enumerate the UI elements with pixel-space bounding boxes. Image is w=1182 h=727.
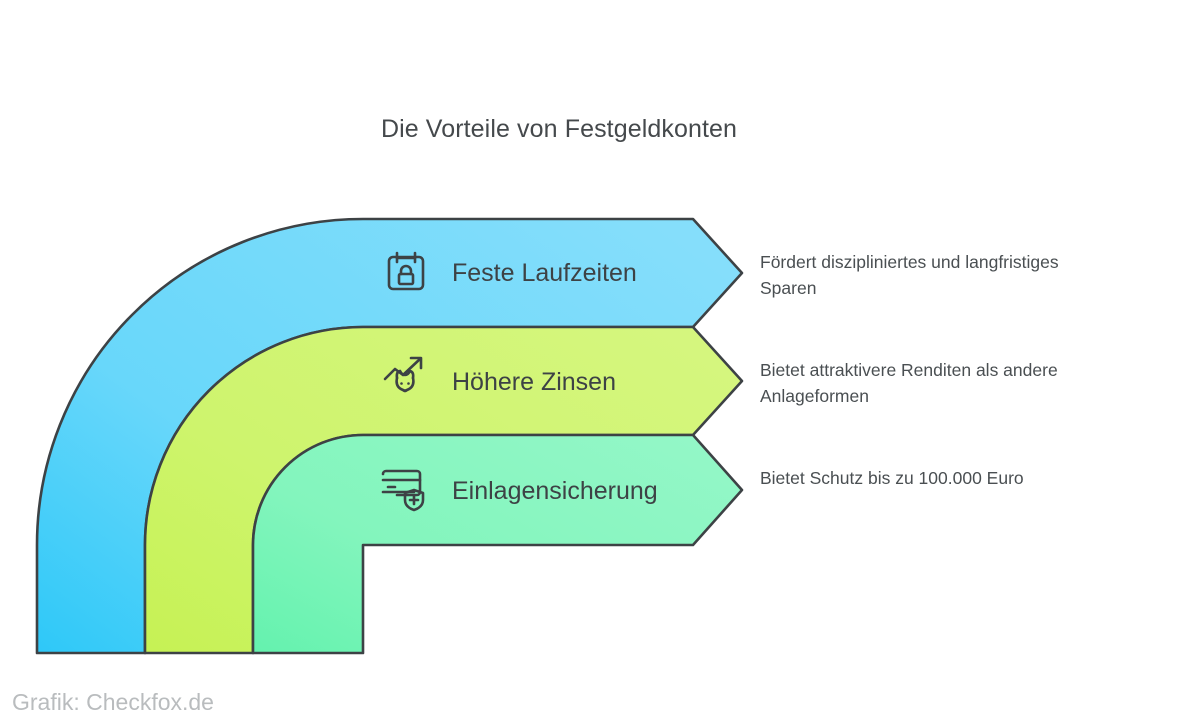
- band-description-feste-laufzeiten: Fördert diszipliniertes und langfristige…: [760, 252, 1059, 298]
- band-description-einlagensicherung: Bietet Schutz bis zu 100.000 Euro: [760, 468, 1024, 488]
- page-title: Die Vorteile von Festgeldkonten: [380, 115, 738, 143]
- band-label-feste-laufzeiten: Feste Laufzeiten: [452, 259, 637, 287]
- card-shield-plus-icon: [378, 462, 430, 514]
- band-label-hoehere-zinsen: Höhere Zinsen: [452, 368, 616, 396]
- band-label-einlagensicherung: Einlagensicherung: [452, 477, 658, 505]
- band-description-hoehere-zinsen: Bietet attraktivere Renditen als andere …: [760, 360, 1058, 406]
- bull-market-trend-icon: [382, 352, 434, 404]
- footer-credit: Grafik: Checkfox.de: [12, 689, 214, 715]
- calendar-lock-icon: [380, 247, 432, 299]
- band-shape-einlagensicherung: [251, 433, 744, 655]
